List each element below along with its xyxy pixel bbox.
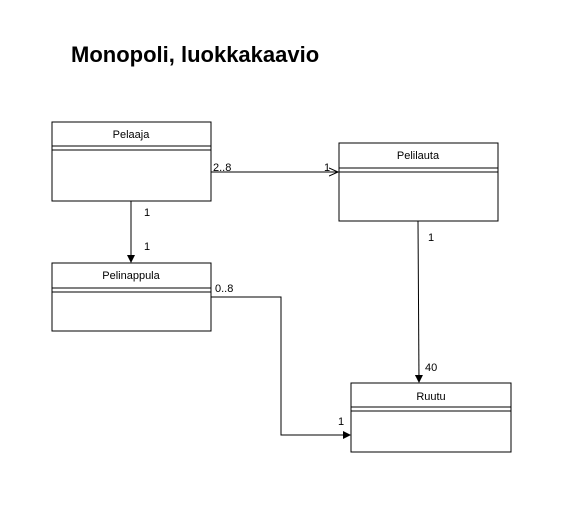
class-pelaaja[interactable]: Pelaaja [51,121,212,202]
class-pelilauta-name: Pelilauta [397,150,440,162]
class-pelinappula[interactable]: Pelinappula [51,262,212,332]
class-ruutu-box [350,382,512,453]
class-pelaaja-name: Pelaaja [113,129,151,141]
multiplicity-pelaaja-pelilauta-target: 1 [324,162,330,174]
multiplicity-pelaaja-pelilauta-source: 2..8 [213,162,231,174]
multiplicity-pelaaja-pelinappula-source: 1 [144,207,150,219]
association-pelaaja-pelilauta[interactable]: 2..8 1 [211,162,338,174]
association-pelilauta-ruutu-line [414,220,423,383]
class-pelaaja-box [51,121,212,202]
multiplicity-pelilauta-ruutu-target: 40 [425,362,437,374]
multiplicity-pelinappula-ruutu-source: 0..8 [215,283,233,295]
class-pelinappula-box [51,262,212,332]
multiplicity-pelaaja-pelinappula-target: 1 [144,241,150,253]
class-ruutu[interactable]: Ruutu [350,382,512,453]
multiplicity-pelinappula-ruutu-target: 1 [338,416,344,428]
multiplicity-pelilauta-ruutu-source: 1 [428,232,434,244]
diagram-title: Monopoli, luokkakaavio [71,42,320,67]
class-pelilauta[interactable]: Pelilauta [338,142,499,222]
association-pelilauta-ruutu[interactable]: 1 40 [414,220,437,383]
association-pelinappula-ruutu[interactable]: 0..8 1 [211,283,351,439]
association-pelaaja-pelinappula[interactable]: 1 1 [127,201,150,263]
class-ruutu-name: Ruutu [416,391,445,403]
association-pelinappula-ruutu-line [211,296,351,439]
class-pelinappula-name: Pelinappula [102,270,160,282]
